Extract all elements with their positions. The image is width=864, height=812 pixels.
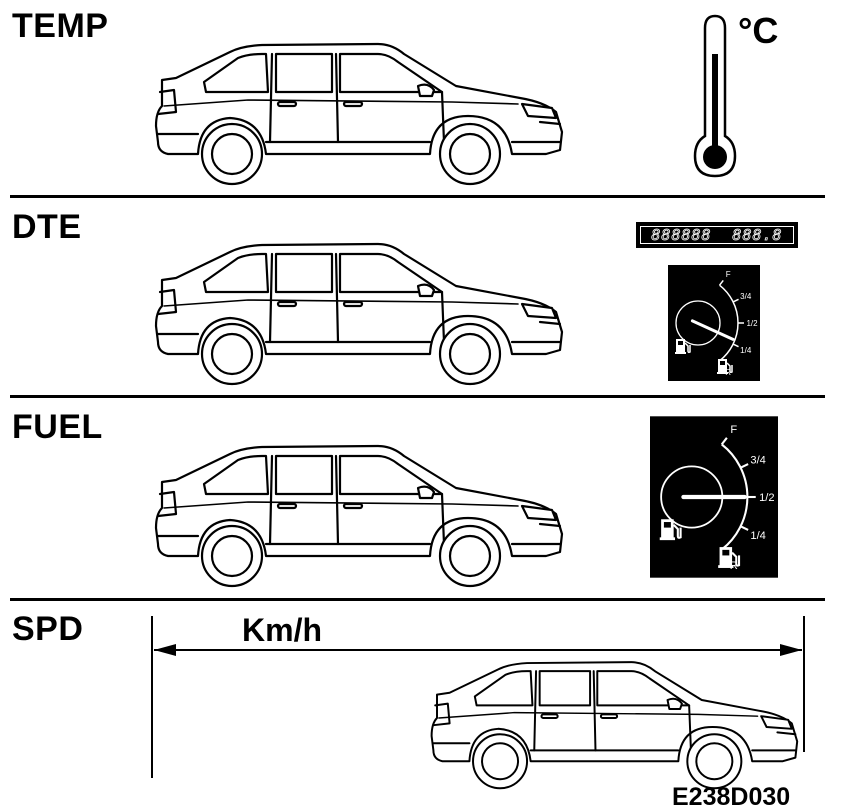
lcd-digits-right: 888.8 [732,226,783,245]
celsius-unit: °C [738,10,779,51]
distance-arrow [151,616,805,778]
fuel-gauge: F 3/4 1/2 1/4R [668,265,760,381]
gauge-mark-label: R [725,368,731,377]
gauge-mark-label: F [730,424,737,436]
fuel-gauge: F 3/4 1/2 1/4R [650,416,778,578]
car-image [430,661,799,790]
lcd-digits-left: 888888 [651,226,712,245]
gauge-mark-label: R [730,560,738,572]
gauge-tick [732,343,739,348]
gauge-hub [675,300,721,346]
dte-label: DTE [12,208,82,246]
gauge-mark-label: 1/2 [759,492,774,504]
section-divider [10,395,825,398]
section-divider [10,598,825,601]
car-image [154,42,564,186]
gauge-mark-label: 3/4 [740,292,752,301]
gauge-mark-label: 3/4 [750,454,765,466]
gauge-tick [740,525,749,531]
gauge-mark-label: 1/4 [750,530,765,542]
car-image [154,444,564,588]
fuel-label: FUEL [12,408,103,446]
gauge-tick [732,298,739,303]
gauge-tick [720,437,728,446]
temp-label: TEMP [12,7,109,45]
gauge-needle [690,319,735,341]
gauge-tick [718,279,724,286]
figure-code: E238D030 [672,783,791,811]
gauge-face [668,265,760,381]
gauge-mark-label: 1/2 [746,319,758,328]
lcd-display: 888888 888.8 [636,222,798,248]
section-divider [10,195,825,198]
gauge-mark-label: 1/4 [740,346,752,355]
speed-unit: Km/h [242,612,322,648]
gauge-mark-label: F [726,270,731,279]
gauge-tick [740,463,749,469]
car-image [154,242,564,386]
spd-label: SPD [12,610,84,648]
thermometer-icon [693,14,737,178]
